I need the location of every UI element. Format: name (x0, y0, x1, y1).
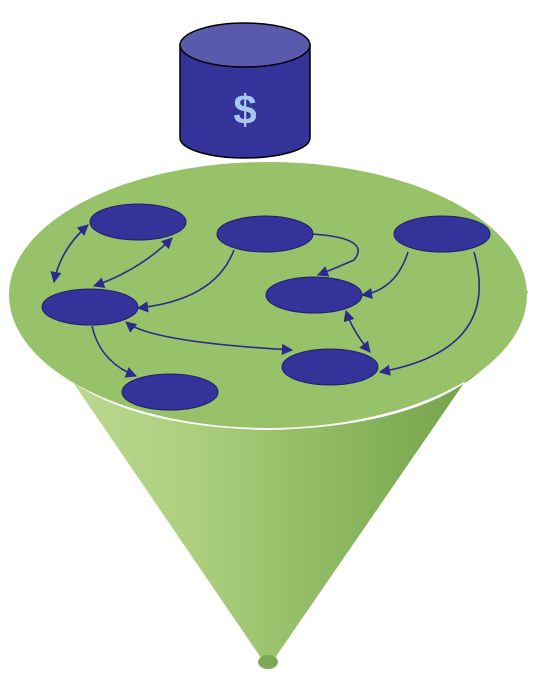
edge-n4-n1 (92, 237, 173, 288)
edge-n2-n5 (311, 233, 359, 277)
edge-n4-n6 (125, 321, 294, 356)
database-cylinder-body (179, 44, 311, 159)
edge-n3-n5 (360, 251, 409, 300)
funnel-cone-body (10, 290, 528, 668)
graph-node-n1 (89, 203, 187, 241)
edge-n5-n6 (343, 309, 371, 353)
graph-node-n4 (41, 288, 139, 326)
graph-node-n3 (393, 215, 491, 253)
edge-n3-n6 (378, 251, 480, 376)
graph-edges (50, 224, 480, 378)
graph-node-n6 (281, 348, 379, 386)
graph-nodes (41, 203, 491, 411)
graph-node-n5 (265, 276, 363, 314)
dollar-sign-icon: $ (233, 86, 256, 133)
database-cylinder: $ (179, 22, 311, 159)
edge-n4-n7 (91, 325, 138, 378)
edge-n1-n4 (50, 224, 89, 284)
funnel-cone-tip (258, 655, 278, 669)
edge-n2-n4 (136, 249, 235, 313)
database-cylinder-top (179, 22, 311, 68)
graph-node-n7 (121, 373, 219, 411)
graph-node-n2 (216, 215, 314, 253)
